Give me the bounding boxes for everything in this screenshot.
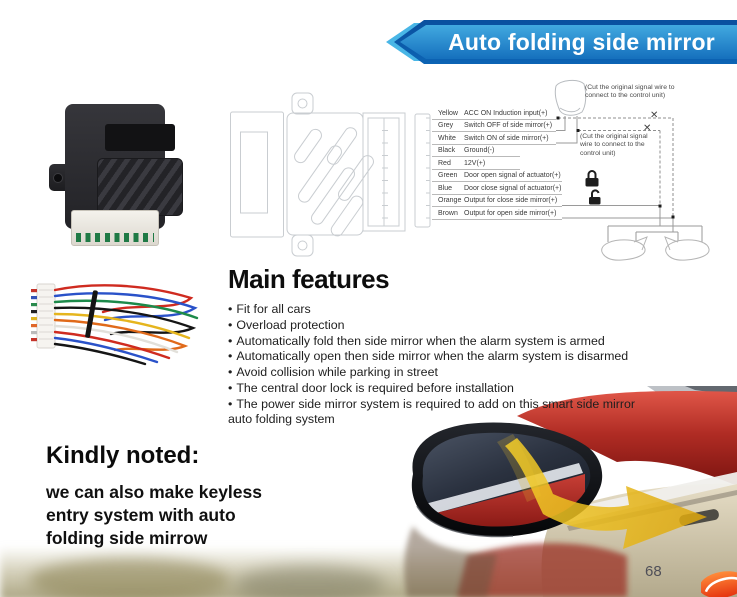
side-mirror-drawing-right xyxy=(664,236,710,261)
module-body xyxy=(65,104,183,229)
car-body-red xyxy=(517,391,737,486)
module-vent-slots xyxy=(294,127,374,237)
wire-row: Blue Door close signal of actuator(+) xyxy=(432,184,562,195)
cut-note-top: (Cut the original signal wire to connect… xyxy=(585,84,675,100)
mirror-photo: 68 xyxy=(0,386,737,597)
features-heading: Main features xyxy=(228,264,390,294)
wire-row: Grey Switch OFF of side mirror(+) xyxy=(432,121,556,132)
cut-mark-icon: ✕ xyxy=(643,123,652,134)
mirror-switch-drawing xyxy=(554,79,587,116)
wire-row: Black Ground(-) xyxy=(432,146,520,157)
features-list: •Fit for all cars •Overload protection •… xyxy=(228,302,656,428)
wire-row: White Switch ON of side mirror(+) xyxy=(432,134,556,145)
brand-logo xyxy=(701,571,737,597)
mirror-photo-art xyxy=(404,386,737,597)
wire-row: Red 12V(+) xyxy=(432,159,520,170)
banner-title: Auto folding side mirror xyxy=(448,28,715,55)
wire-color-name: Grey xyxy=(438,122,454,129)
side-mirror-drawing-left xyxy=(601,236,648,261)
wire-harness-photo xyxy=(31,283,199,366)
feature-item: •The power side mirror system is require… xyxy=(228,396,636,427)
control-module-photo xyxy=(40,92,190,260)
wire-description: Ground(-) xyxy=(464,147,495,154)
blurred-foliage xyxy=(235,566,385,597)
cut-mark-icon: ✕ xyxy=(650,110,659,121)
wire-description: Output for close side mirror(+) xyxy=(464,197,558,204)
module-ribbed-cover xyxy=(97,158,183,216)
fold-arrow xyxy=(505,438,707,549)
lock-closed-icon xyxy=(585,170,599,187)
wire-row: Brown Output for open side mirror(+) xyxy=(432,209,562,220)
page-number: 68 xyxy=(645,563,662,580)
wire-color-name: Green xyxy=(438,172,458,179)
wire-row: Yellow ACC ON Induction input(+) xyxy=(432,109,556,120)
module-connector-pins xyxy=(76,233,154,242)
feature-item: •Avoid collision while parking in street xyxy=(228,365,438,379)
note-body: we can also make keyless entry system wi… xyxy=(46,482,262,548)
wire-color-name: Red xyxy=(438,160,451,167)
note-heading: Kindly noted: xyxy=(46,442,200,469)
wiring-diagram-drawing xyxy=(230,79,710,261)
wire-color-name: Blue xyxy=(438,185,453,192)
note-section: Kindly noted: we can also make keyless e… xyxy=(46,442,296,549)
blurred-foliage xyxy=(30,558,230,597)
feature-item: •Automatically fold then side mirror whe… xyxy=(228,333,605,348)
wire-description: Door open signal of actuator(+) xyxy=(464,172,561,179)
junction-dots xyxy=(556,116,675,219)
banner: Auto folding side mirror xyxy=(400,25,737,59)
feature-item: •Overload protection xyxy=(228,317,345,332)
module-label-window xyxy=(105,124,175,151)
wire-description: 12V(+) xyxy=(464,160,486,167)
wire-description: Output for open side mirror(+) xyxy=(464,210,557,217)
wire-description: Switch OFF of side mirror(+) xyxy=(464,122,553,129)
harness-wires xyxy=(53,284,199,366)
wire-color-name: Yellow xyxy=(438,110,458,117)
wire-description: Switch ON of side mirror(+) xyxy=(464,135,549,142)
wire-color-name: Orange xyxy=(438,197,462,204)
wire-color-name: Brown xyxy=(438,210,458,217)
wire-description: Door close signal of actuator(+) xyxy=(464,185,562,192)
wire-color-name: White xyxy=(438,135,456,142)
wire-row: Green Door open signal of actuator(+) xyxy=(432,171,562,182)
cable-tie xyxy=(85,290,98,338)
wire-description: ACC ON Induction input(+) xyxy=(464,110,548,117)
cut-note-mid: (Cut the original signal wire to connect… xyxy=(580,133,648,157)
mounting-ear-left xyxy=(49,164,66,191)
wire-row: Orange Output for close side mirror(+) xyxy=(432,196,562,207)
feature-item: •The central door lock is required befor… xyxy=(228,380,514,395)
wire-color-name: Black xyxy=(438,147,456,154)
module-connector xyxy=(71,210,159,246)
feature-item: •Automatically open then side mirror whe… xyxy=(228,349,629,364)
connector-pin-stubs xyxy=(31,289,37,342)
feature-item: •Fit for all cars xyxy=(228,302,311,316)
lock-open-icon xyxy=(589,189,601,205)
features-section: Main features •Fit for all cars •Overloa… xyxy=(228,264,656,428)
